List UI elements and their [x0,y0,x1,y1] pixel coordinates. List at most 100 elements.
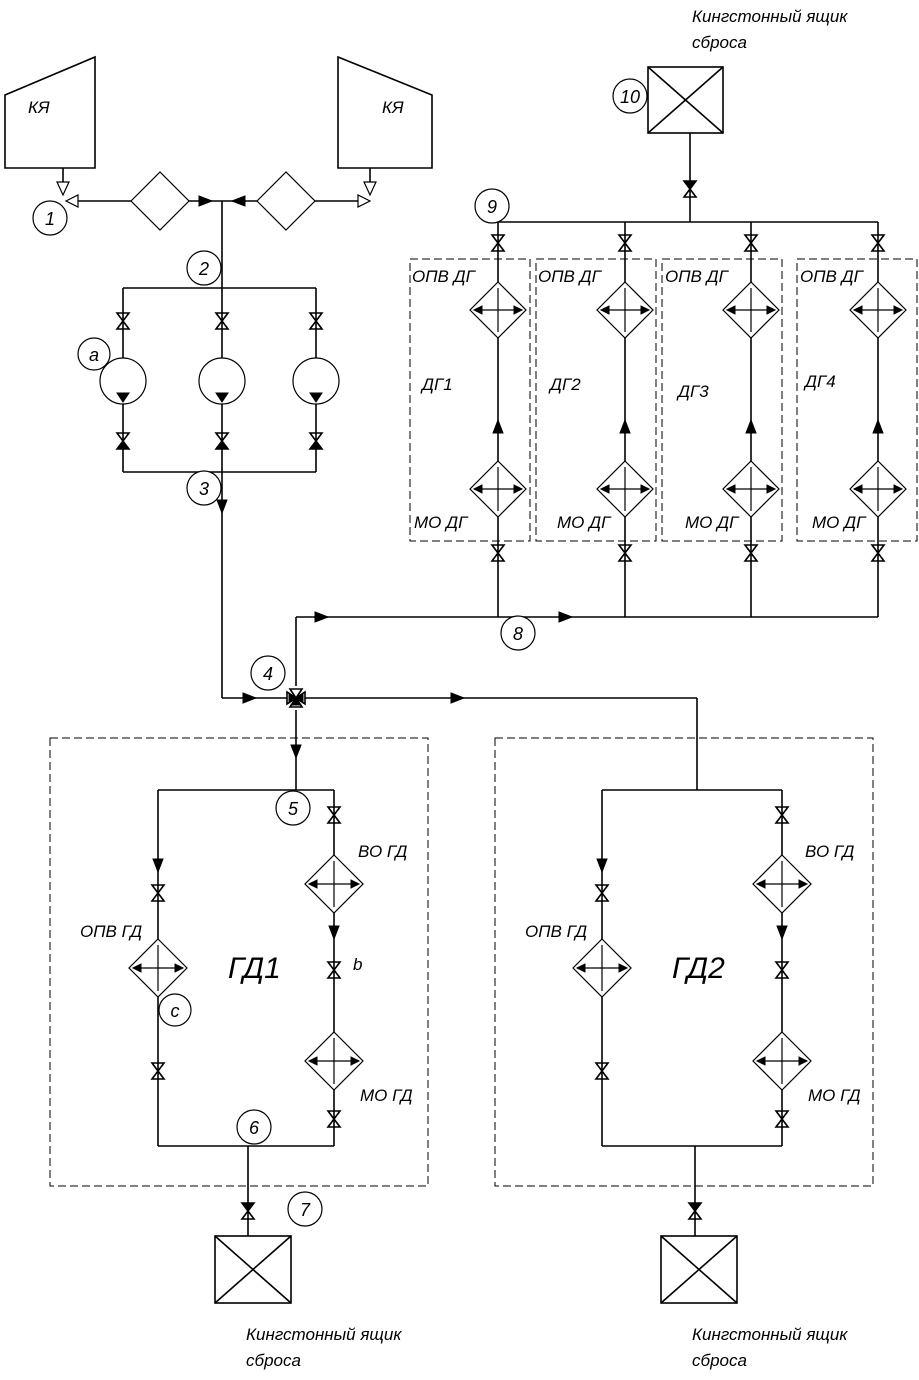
gd2-vo-cooler [752,854,812,914]
discharge-box-gd1-label-2: сброса [246,1351,301,1370]
pump-1-suction-valve [115,312,131,330]
discharge-box-dg [647,66,724,222]
svg-text:c: c [171,1001,180,1021]
gd2-mo-outlet-valve [774,1110,790,1128]
gd1-intermediate-valve [326,961,342,979]
dg1-upper-valve [490,234,506,252]
gd1-mo-label: МО ГД [360,1086,413,1105]
dg4-flow-arrow [872,418,884,434]
dg4-upper-valve [870,234,886,252]
three-way-valve [286,611,878,790]
dg2-opv-label: ОПВ ДГ [538,267,603,286]
pump-2-discharge-valve [214,432,230,450]
gd1-opv-inlet-valve [150,884,166,902]
svg-text:3: 3 [199,479,209,499]
marker-8: 8 [500,615,536,651]
pump-1-outlet [116,392,130,403]
marker-2: 2 [186,250,222,286]
dg1-label: ДГ1 [420,375,453,394]
svg-text:10: 10 [620,87,640,107]
dg2-opv-cooler [596,281,654,339]
gd1-mo-outlet-valve [326,1110,342,1128]
gd2-discharge-valve [687,1202,703,1220]
gd2-intermediate-valve [774,961,790,979]
dg3-boundary [661,258,783,542]
gd1-mo-cooler [304,1031,364,1091]
discharge-box-gd2-label-2: сброса [692,1351,747,1370]
dg4-opv-label: ОПВ ДГ [800,267,865,286]
gd2-mo-cooler [752,1031,812,1091]
marker-c: c [158,993,192,1027]
pump-2-suction-valve [214,312,230,330]
dg4-opv-cooler [849,281,907,339]
sea-chest-right-label: КЯ [382,98,404,117]
gd1-opv-label: ОПВ ГД [80,922,142,941]
gd2-opv-outlet-valve [594,1062,610,1080]
sea-chest-right [337,55,433,197]
dg3-flow-arrow [745,418,757,434]
dg2-boundary [535,258,657,542]
gd2-block [494,737,874,1236]
pump-group [99,287,340,704]
gd2-opv-inlet-valve [594,884,610,902]
svg-text:5: 5 [288,799,299,819]
dg3-label: ДГ3 [676,382,709,401]
marker-a: a [77,337,111,371]
marker-6: 6 [236,1109,272,1145]
svg-text:4: 4 [263,664,273,684]
gd2-opv-label: ОПВ ГД [525,922,587,941]
pump-2-outlet [215,392,229,403]
gd2-vo-label: ВО ГД [805,842,854,861]
dg1-lower-valve [490,544,506,562]
discharge-box-gd2-label-1: Кингстонный ящик [692,1325,848,1344]
gd1-vo-label: ВО ГД [358,842,407,861]
dg1-opv-label: ОПВ ДГ [412,267,477,286]
dg1-opv-cooler [469,281,527,339]
dg2-mo-label: МО ДГ [557,513,612,532]
pump-3-outlet [309,392,323,403]
gd1-vo-cooler [304,854,364,914]
marker-10: 10 [612,78,648,114]
dg-group [409,221,918,617]
dg2-mo-cooler [596,460,654,518]
dg3-opv-label: ОПВ ДГ [665,267,730,286]
gd1-block [49,737,429,1236]
marker-7: 7 [287,1191,323,1227]
dg1-flow-arrow [492,418,504,434]
dg3-mo-label: МО ДГ [685,513,740,532]
pump-1-discharge-valve [115,432,131,450]
dg4-mo-label: МО ДГ [812,513,867,532]
gd2-opv-cooler [572,938,632,998]
dg3-upper-valve [743,234,759,252]
dg2-label: ДГ2 [548,375,581,394]
svg-text:2: 2 [198,259,209,279]
svg-text:a: a [89,345,99,365]
dg3-opv-cooler [722,281,780,339]
dg1-mo-cooler [469,460,527,518]
gd1-vo-inlet-valve [326,806,342,824]
dg2-upper-valve [617,234,633,252]
pump-3-discharge-valve [308,432,324,450]
svg-text:1: 1 [45,209,55,229]
sea-chest-left [4,55,96,197]
dg2-lower-valve [617,544,633,562]
gd1-opv-cooler [128,938,188,998]
dg4-label: ДГ4 [803,372,836,391]
gd2-vo-inlet-valve [774,806,790,824]
gd2-label: ГД2 [672,952,725,985]
svg-text:8: 8 [513,624,523,644]
svg-text:6: 6 [249,1118,260,1138]
marker-9: 9 [474,188,510,224]
dg4-boundary [796,258,918,542]
dg3-mo-cooler [722,460,780,518]
dg1-boundary [409,258,531,542]
discharge-box-dg-label-1: Кингстонный ящик [692,7,848,26]
pump-3-suction-valve [308,312,324,330]
gd1-opv-outlet-valve [150,1062,166,1080]
marker-b: b [353,955,362,974]
discharge-box-gd1-label-1: Кингстонный ящик [246,1325,402,1344]
dg2-flow-arrow [619,418,631,434]
discharge-box-gd1 [214,1235,292,1304]
